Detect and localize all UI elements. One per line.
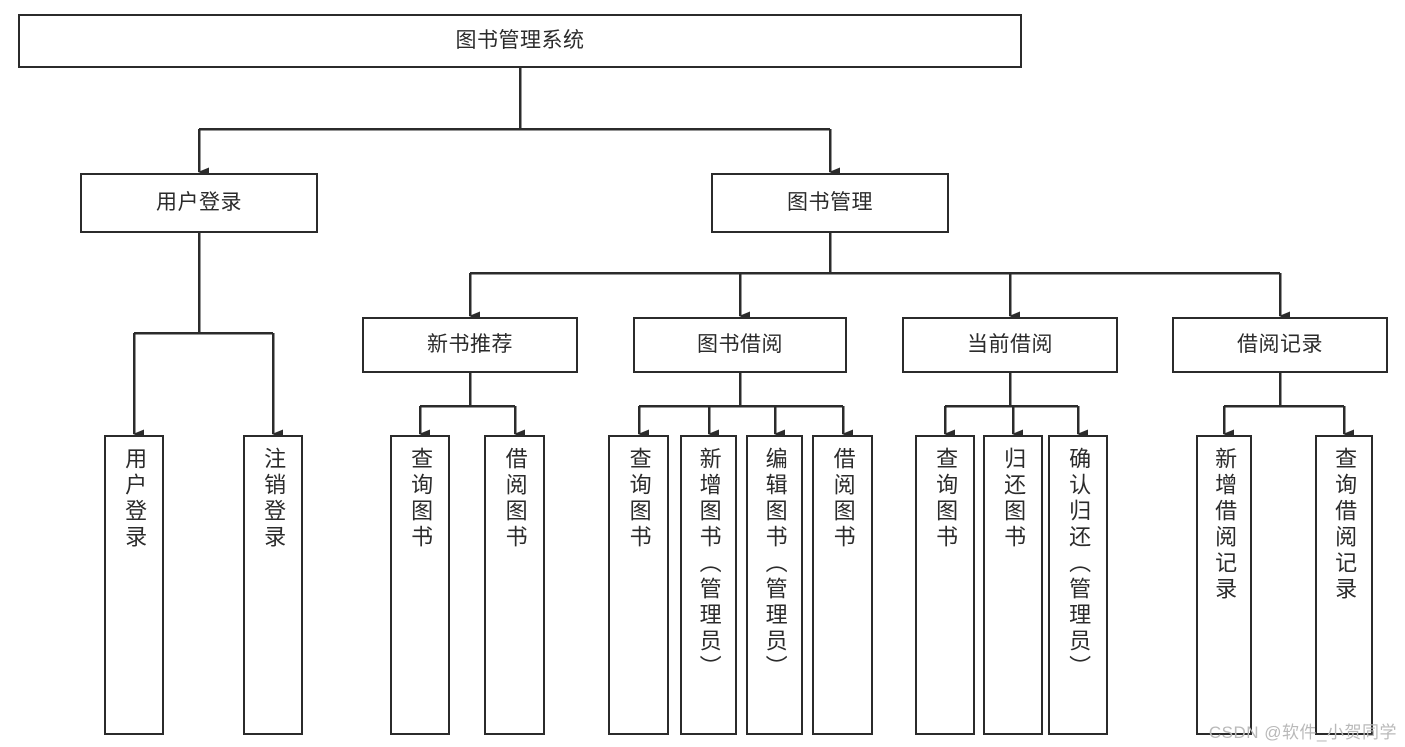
node-leaf-query-borrow-record[interactable]: 查询借阅记录 <box>1315 435 1373 735</box>
node-label-leaf-query-book-1: 查询图书 <box>408 447 434 551</box>
node-new-book-recommend[interactable]: 新书推荐 <box>362 317 578 373</box>
node-book-manage[interactable]: 图书管理 <box>711 173 949 233</box>
node-label-leaf-edit-book-admin: 编辑图书（管理员） <box>762 447 788 681</box>
node-label-leaf-confirm-return-admin: 确认归还（管理员） <box>1066 447 1092 681</box>
node-leaf-add-book-admin[interactable]: 新增图书（管理员） <box>680 435 737 735</box>
node-label-root: 图书管理系统 <box>455 28 585 52</box>
node-root[interactable]: 图书管理系统 <box>18 14 1022 68</box>
node-label-leaf-return-book: 归还图书 <box>1001 447 1027 551</box>
node-label-leaf-query-book-2: 查询图书 <box>626 447 652 551</box>
node-label-leaf-borrow-book-2: 借阅图书 <box>830 447 856 551</box>
node-borrow-record[interactable]: 借阅记录 <box>1172 317 1388 373</box>
node-leaf-return-book[interactable]: 归还图书 <box>983 435 1043 735</box>
node-label-leaf-user-login: 用户登录 <box>122 447 148 551</box>
edge-layer <box>132 68 1354 439</box>
node-leaf-query-book-1[interactable]: 查询图书 <box>390 435 450 735</box>
node-label-leaf-add-borrow-record: 新增借阅记录 <box>1212 447 1238 603</box>
node-label-current-borrow: 当前借阅 <box>967 332 1053 356</box>
node-user-login[interactable]: 用户登录 <box>80 173 318 233</box>
node-label-leaf-user-logout: 注销登录 <box>261 447 287 551</box>
node-label-leaf-query-book-3: 查询图书 <box>933 447 959 551</box>
node-leaf-confirm-return-admin[interactable]: 确认归还（管理员） <box>1048 435 1108 735</box>
node-label-leaf-borrow-book-1: 借阅图书 <box>502 447 528 551</box>
node-leaf-borrow-book-2[interactable]: 借阅图书 <box>812 435 873 735</box>
node-label-borrow-record: 借阅记录 <box>1237 332 1323 356</box>
node-label-book-borrow: 图书借阅 <box>697 332 783 356</box>
node-label-leaf-query-borrow-record: 查询借阅记录 <box>1332 447 1358 603</box>
node-leaf-query-book-2[interactable]: 查询图书 <box>608 435 669 735</box>
node-leaf-query-book-3[interactable]: 查询图书 <box>915 435 975 735</box>
node-leaf-user-login[interactable]: 用户登录 <box>104 435 164 735</box>
node-label-leaf-add-book-admin: 新增图书（管理员） <box>696 447 722 681</box>
node-leaf-user-logout[interactable]: 注销登录 <box>243 435 303 735</box>
node-label-user-login: 用户登录 <box>156 190 242 214</box>
node-current-borrow[interactable]: 当前借阅 <box>902 317 1118 373</box>
node-leaf-borrow-book-1[interactable]: 借阅图书 <box>484 435 545 735</box>
node-label-book-manage: 图书管理 <box>787 190 873 214</box>
node-leaf-add-borrow-record[interactable]: 新增借阅记录 <box>1196 435 1252 735</box>
node-label-new-book-recommend: 新书推荐 <box>427 332 513 356</box>
node-leaf-edit-book-admin[interactable]: 编辑图书（管理员） <box>746 435 803 735</box>
node-book-borrow[interactable]: 图书借阅 <box>633 317 847 373</box>
